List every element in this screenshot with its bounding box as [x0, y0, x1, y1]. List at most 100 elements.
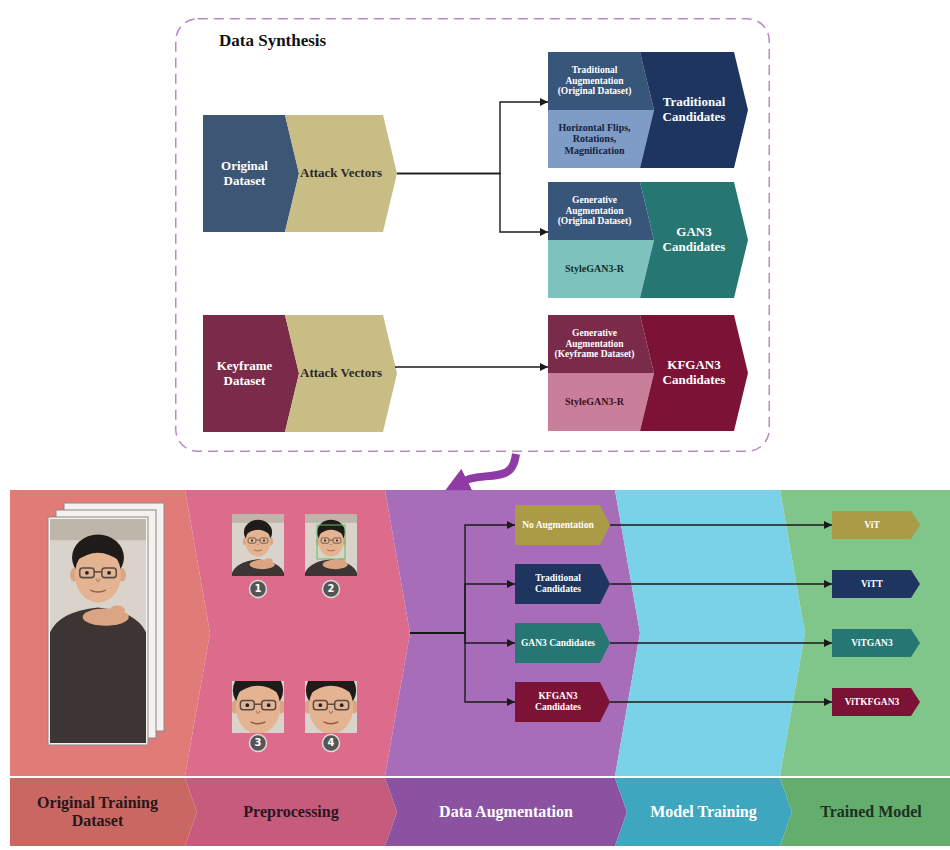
box-label: GAN3 Candidates [655, 225, 733, 255]
shape-fill [285, 315, 397, 432]
callout-number: 1 [255, 584, 262, 594]
dashed-outline [176, 19, 770, 452]
flow-arrow [610, 524, 832, 525]
box-label: Traditional Candidates [518, 573, 598, 595]
box-label: Attack Vectors [300, 166, 382, 181]
shape-fill [640, 315, 748, 431]
shape-fill [185, 778, 397, 846]
box-label: KFGAN3 Candidates [518, 691, 598, 713]
shape-fill [780, 490, 950, 776]
model-box: ViTGAN3 [832, 629, 920, 657]
stage-panel: Model Training [615, 490, 805, 848]
attack-chevron: Attack Vectors [285, 115, 397, 232]
model-box: ViTKFGAN3 [832, 688, 920, 716]
box-label: Keyframe Dataset [206, 359, 283, 389]
box-label: Generative Augmentation (Keyframe Datase… [551, 328, 638, 361]
shape-fill [515, 564, 610, 604]
shape-fill [548, 373, 654, 431]
box-label: Traditional Augmentation (Original Datas… [551, 65, 638, 98]
stage-label: Data Augmentation [439, 803, 573, 821]
dataset-box: Original Dataset [203, 115, 299, 232]
augmentation-box: KFGAN3 Candidates [515, 682, 610, 722]
flow-arrow [395, 366, 548, 367]
stage-panel-shape [615, 490, 805, 848]
flow-arrow [610, 642, 832, 643]
shape-fill [640, 52, 748, 168]
shape-fill [185, 490, 410, 776]
stage-panel-shape [780, 490, 950, 848]
flow-arrow [610, 583, 832, 584]
stage-panel: Data Augmentation No AugmentationTraditio… [385, 490, 640, 848]
callout-number: 3 [255, 738, 262, 748]
detail-box: StyleGAN3-R [548, 373, 654, 431]
flow-arrow [397, 102, 548, 174]
flow-curve-arrow [460, 454, 516, 483]
box-label: Traditional Candidates [655, 95, 733, 125]
attack-chevron: Attack Vectors [285, 315, 397, 432]
stage-label: Original Training Dataset [14, 794, 181, 831]
flow-arrow [610, 701, 832, 702]
detail-box: Horizontal Flips, Rotations, Magnificati… [548, 110, 654, 168]
candidate-chevron: Traditional Candidates [640, 52, 748, 168]
box-label: Horizontal Flips, Rotations, Magnificati… [551, 122, 638, 157]
box-label: StyleGAN3-R [565, 263, 624, 275]
shape-fill [203, 115, 299, 232]
shape-fill [780, 778, 950, 846]
box-label: ViTT [861, 579, 883, 590]
method-box: Traditional Augmentation (Original Datas… [548, 52, 654, 110]
shape-fill [615, 490, 805, 776]
box-label: Generative Augmentation (Original Datase… [551, 195, 638, 228]
shape-fill [385, 490, 640, 776]
shape-fill [285, 115, 397, 232]
shape-fill [832, 511, 920, 539]
candidate-chevron: GAN3 Candidates [640, 182, 748, 298]
shape-fill [615, 778, 792, 846]
stage-label: Model Training [650, 803, 757, 821]
box-label: GAN3 Candidates [521, 638, 595, 649]
box-label: ViT [864, 520, 879, 531]
detection-box [317, 525, 345, 559]
stage-panel: Preprocessing [185, 490, 410, 848]
shape-fill [10, 778, 197, 846]
shape-fill [385, 778, 627, 846]
callout-circle [250, 735, 267, 752]
box-label: ViTKFGAN3 [845, 697, 900, 708]
box-label: StyleGAN3-R [565, 396, 624, 408]
stage-panel: Trained Model ViT ViTT ViTGAN3ViTKFGAN3 [780, 490, 950, 848]
stage-panel-shape [185, 490, 410, 848]
callout-circle [250, 581, 267, 598]
region-title: Data Synthesis [219, 31, 326, 51]
augmentation-box: GAN3 Candidates [515, 623, 610, 663]
box-label: ViTGAN3 [851, 638, 892, 649]
flow-arrow [397, 174, 548, 233]
stage-label: Preprocessing [243, 803, 338, 821]
candidate-chevron: KFGAN3 Candidates [640, 315, 748, 431]
callout-circle [323, 735, 340, 752]
shape-fill [548, 110, 654, 168]
shape-fill [832, 688, 920, 716]
shape-fill [515, 623, 610, 663]
shape-fill [203, 315, 299, 432]
stage-panel-shape [385, 490, 640, 848]
shape-fill [548, 182, 654, 240]
face-photo [50, 519, 146, 750]
model-box: ViT [832, 511, 920, 539]
callout-number: 2 [328, 584, 335, 594]
augmentation-box: Traditional Candidates [515, 564, 610, 604]
detail-box: StyleGAN3-R [548, 240, 654, 298]
stage-panel: Original Training Dataset [10, 490, 210, 848]
shape-fill [515, 682, 610, 722]
augmentation-box: No Augmentation [515, 505, 610, 545]
shape-fill [832, 629, 920, 657]
callout-circle [323, 581, 340, 598]
model-box: ViTT [832, 570, 920, 598]
box-label: No Augmentation [522, 520, 594, 531]
box-label: KFGAN3 Candidates [655, 358, 733, 388]
shape-fill [548, 52, 654, 110]
dataset-box: Keyframe Dataset [203, 315, 299, 432]
stage-label: Trained Model [820, 803, 921, 821]
method-box: Generative Augmentation (Keyframe Datase… [548, 315, 654, 373]
box-label: Original Dataset [206, 159, 283, 189]
